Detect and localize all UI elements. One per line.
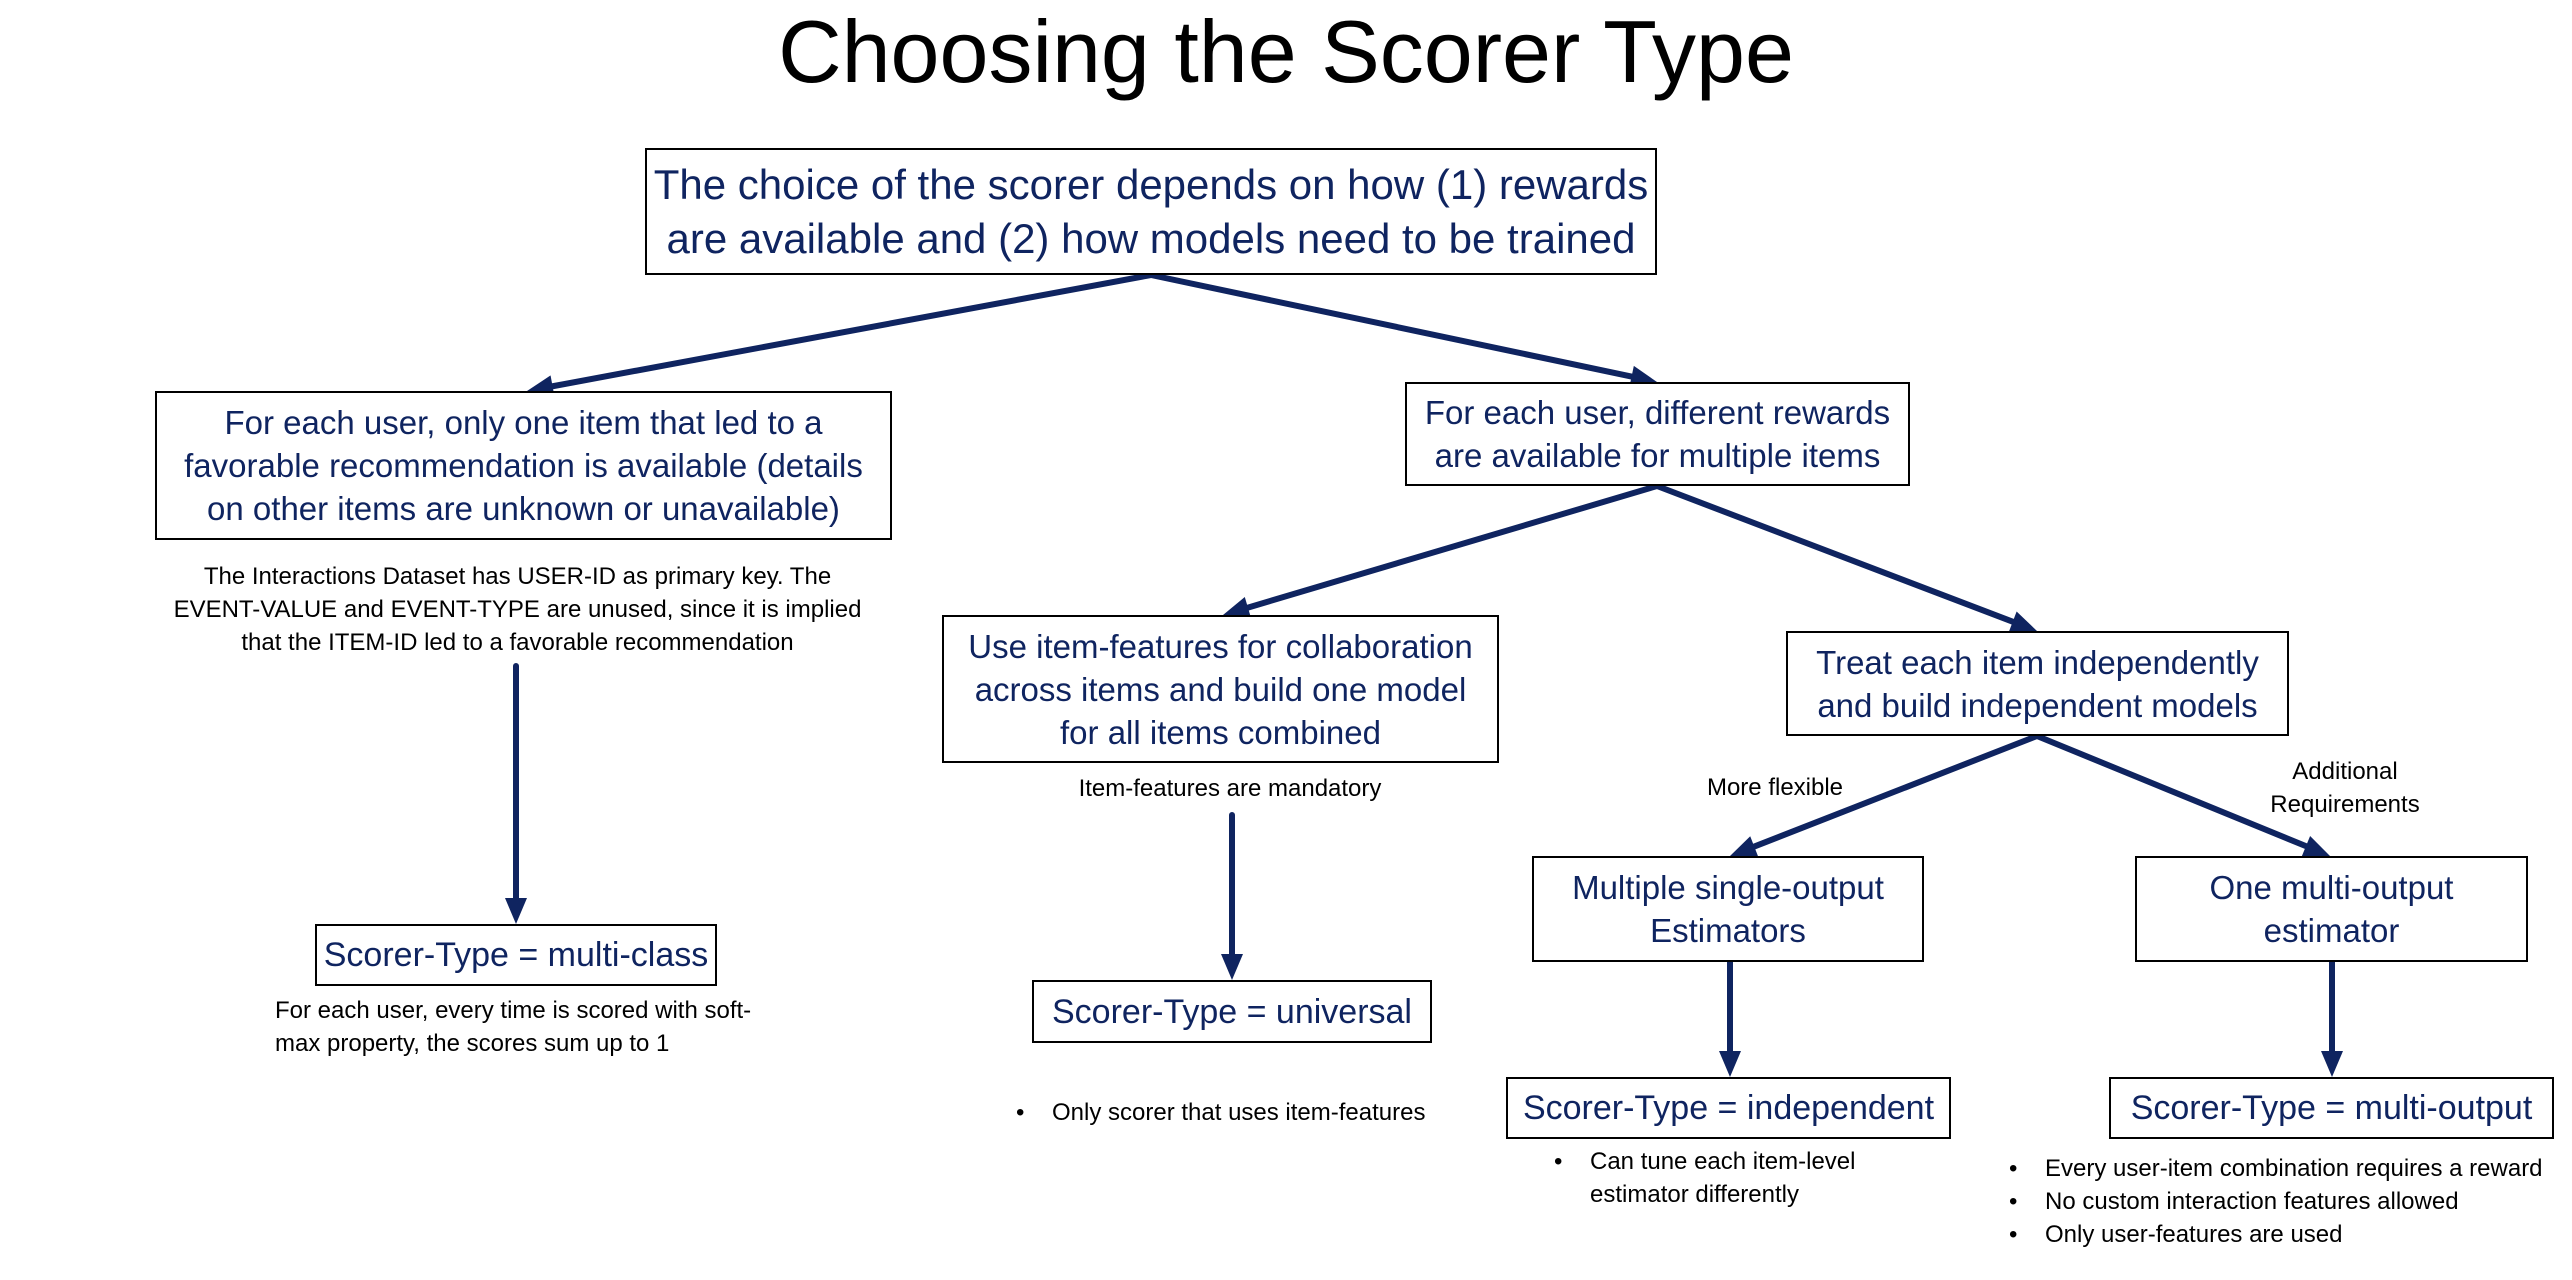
edge-independent-to-multi-output	[2034, 733, 2330, 857]
interactions-dataset-note: The Interactions Dataset has USER-ID as …	[173, 563, 862, 656]
edge-one-item-to-multiclass	[505, 663, 527, 924]
edge-multi-rewards-to-independent	[1654, 483, 2037, 633]
edge-item-features-to-universal	[1221, 812, 1243, 980]
edge-root-to-one-item	[527, 272, 1154, 398]
multi-output-estimator-box: One multi-output estimator	[2135, 856, 2528, 962]
scorer-universal-box: Scorer-Type = universal	[1032, 980, 1432, 1043]
single-output-estimators-box: Multiple single-output Estimators	[1532, 856, 1924, 962]
page-title: Choosing the Scorer Type	[778, 2, 1794, 101]
one-item-available-box: For each user, only one item that led to…	[155, 391, 892, 540]
additional-requirements-label: Additional Requirements	[2270, 758, 2420, 818]
multiple-rewards-box: For each user, different rewards are ava…	[1405, 382, 1910, 486]
independent-items-box: Treat each item independently and build …	[1786, 631, 2289, 736]
bullet-item: Only scorer that uses item-features	[1010, 1096, 1500, 1129]
bullet-item: Only user-features are used	[2003, 1218, 2568, 1251]
item-features-mandatory-note: Item-features are mandatory	[1078, 775, 1382, 802]
more-flexible-label: More flexible	[1706, 774, 1844, 801]
edge-single-output-to-independent	[1719, 959, 1741, 1077]
multiclass-description: For each user, every time is scored with…	[275, 997, 752, 1057]
edge-multi-rewards-to-item-features	[1223, 483, 1660, 619]
universal-bullets: Only scorer that uses item-features	[1010, 1096, 1500, 1129]
root-question-box: The choice of the scorer depends on how …	[645, 148, 1657, 275]
independent-bullets: Can tune each item-level estimator diffe…	[1548, 1145, 1918, 1211]
scorer-multioutput-box: Scorer-Type = multi-output	[2109, 1077, 2554, 1139]
edge-root-to-multi-rewards	[1148, 272, 1657, 388]
item-features-collaboration-box: Use item-features for collaboration acro…	[942, 615, 1499, 763]
scorer-multiclass-box: Scorer-Type = multi-class	[315, 924, 717, 986]
bullet-item: Can tune each item-level estimator diffe…	[1548, 1145, 1918, 1211]
bullet-item: No custom interaction features allowed	[2003, 1185, 2568, 1218]
bullet-item: Every user-item combination requires a r…	[2003, 1152, 2568, 1185]
scorer-independent-box: Scorer-Type = independent	[1506, 1077, 1951, 1139]
edge-independent-to-single-output	[1730, 733, 2040, 857]
edge-multi-output-to-multioutput	[2321, 959, 2343, 1077]
multioutput-bullets: Every user-item combination requires a r…	[2003, 1152, 2568, 1251]
